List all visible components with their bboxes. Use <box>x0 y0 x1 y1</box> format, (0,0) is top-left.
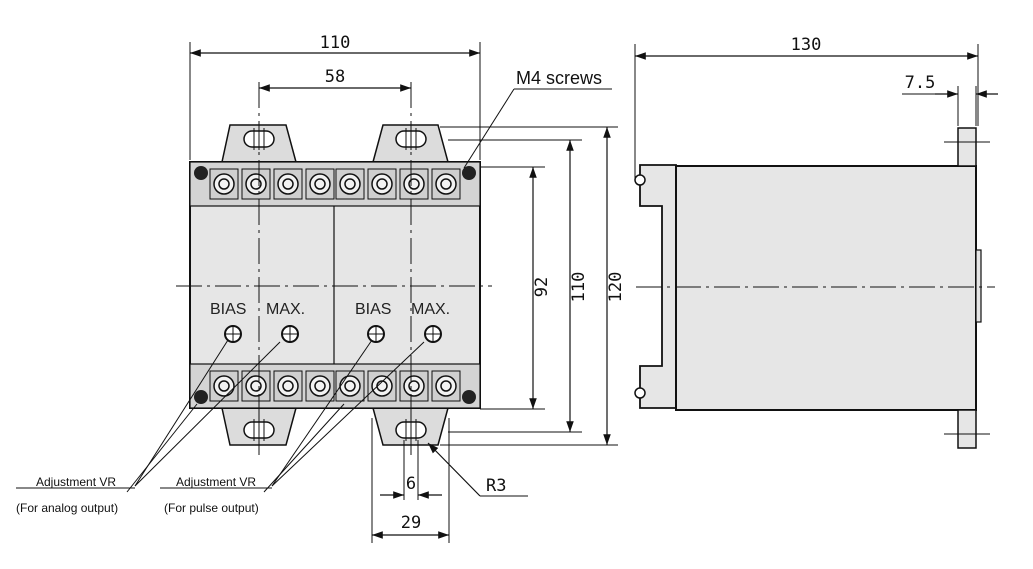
terminal-screw <box>241 370 271 402</box>
terminal-screw <box>431 168 461 200</box>
terminal-screw <box>431 370 461 402</box>
dim-overall-height: 120 <box>606 272 626 303</box>
terminal-screw <box>273 370 303 402</box>
pot-max-1 <box>281 325 299 343</box>
dim-body-height: 110 <box>569 272 589 303</box>
terminal-screw <box>335 168 365 200</box>
front-view: BIAS MAX. BIAS MAX. <box>16 33 626 543</box>
terminal-screws-bottom <box>209 370 461 402</box>
note-pulse-subtitle: (For pulse output) <box>164 501 259 515</box>
leader-lines <box>16 339 425 493</box>
pot-bias-1 <box>224 325 242 343</box>
terminal-screw <box>305 370 335 402</box>
terminal-screw <box>305 168 335 200</box>
dim-radius: R3 <box>486 476 506 496</box>
adjuster-label-max-1: MAX. <box>266 301 305 318</box>
adjuster-label-bias-2: BIAS <box>355 301 391 318</box>
dim-flange: 7.5 <box>905 73 936 93</box>
terminal-screw <box>209 370 239 402</box>
terminal-screw <box>367 370 397 402</box>
dim-slot-width: 6 <box>406 474 416 494</box>
adjuster-label-bias-1: BIAS <box>210 301 246 318</box>
adjuster-labels: BIAS MAX. BIAS MAX. <box>210 301 450 318</box>
note-analog-subtitle: (For analog output) <box>16 501 118 515</box>
terminal-screw <box>399 168 429 200</box>
screw-callout: M4 screws <box>516 68 602 88</box>
dim-ear-width: 29 <box>401 513 421 533</box>
note-analog-title: Adjustment VR <box>36 475 116 489</box>
side-body <box>675 165 977 411</box>
dim-inner-height: 92 <box>532 277 552 297</box>
pot-max-2 <box>424 325 442 343</box>
terminal-screw <box>273 168 303 200</box>
side-view: 130 7.5 <box>634 35 998 449</box>
adjuster-pots <box>224 325 442 343</box>
corner-screws <box>194 166 476 404</box>
dim-depth: 130 <box>791 35 822 55</box>
terminal-screws-top <box>209 168 461 200</box>
adjuster-label-max-2: MAX. <box>411 301 450 318</box>
terminal-screw <box>209 168 239 200</box>
pot-bias-2 <box>367 325 385 343</box>
dim-overall-width: 110 <box>320 33 351 53</box>
note-pulse-title: Adjustment VR <box>176 475 256 489</box>
terminal-screw <box>241 168 271 200</box>
dim-mount-pitch: 58 <box>325 67 345 87</box>
terminal-screw <box>367 168 397 200</box>
terminal-screw <box>399 370 429 402</box>
